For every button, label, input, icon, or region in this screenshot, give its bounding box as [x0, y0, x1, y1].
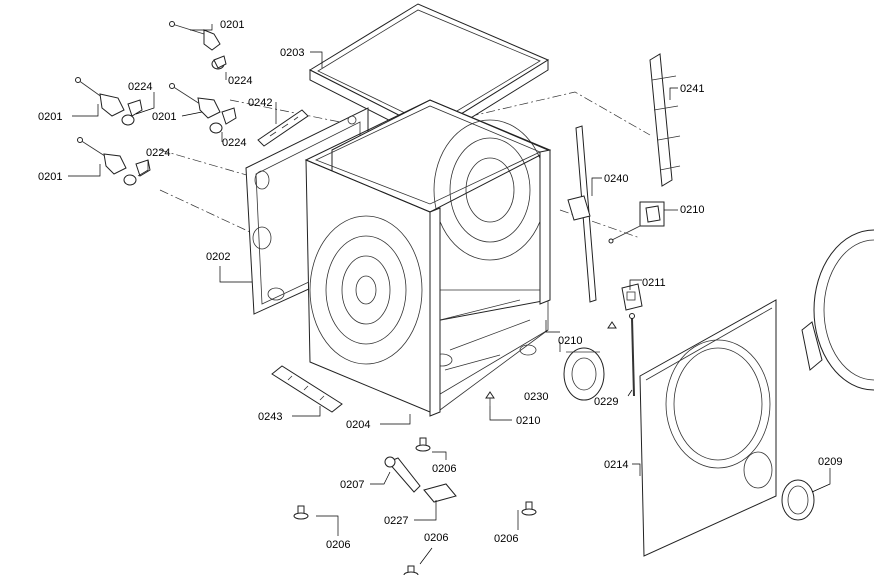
label-0210a: 0210: [680, 204, 704, 216]
label-0224b: 0224: [128, 81, 152, 93]
door-lock-0211[interactable]: [621, 283, 643, 311]
foot-0206-center[interactable]: [415, 437, 431, 452]
label-0201c: 0201: [152, 111, 176, 123]
foot-0206-left[interactable]: [293, 505, 309, 520]
label-0203: 0203: [280, 47, 304, 59]
label-0242: 0242: [248, 97, 272, 109]
label-0224d: 0224: [146, 147, 170, 159]
screw-assembly-middle[interactable]: [169, 83, 237, 134]
screw-0210-lower[interactable]: [485, 391, 495, 406]
label-0201b: 0201: [38, 111, 62, 123]
label-0224c: 0224: [222, 137, 246, 149]
clip-0210-upper[interactable]: [608, 201, 665, 244]
label-0210b: 0210: [558, 335, 582, 347]
label-0214: 0214: [604, 459, 628, 471]
clip-0210-middle[interactable]: [607, 321, 617, 329]
label-0210c: 0210: [516, 415, 540, 427]
door-assembly[interactable]: [801, 229, 874, 391]
label-0209: 0209: [818, 456, 842, 468]
label-0206c: 0206: [424, 532, 448, 544]
rod-0229[interactable]: [629, 313, 635, 397]
label-0204: 0204: [346, 419, 370, 431]
label-0206b: 0206: [326, 539, 350, 551]
base-strip-0243[interactable]: [271, 365, 343, 413]
foot-0206-bottom[interactable]: [403, 565, 419, 575]
part-labels: 0201 0224 0203 0224 0201 0201 0242 0224 …: [38, 19, 842, 551]
label-0243: 0243: [258, 411, 282, 423]
label-0206a: 0206: [432, 463, 456, 475]
label-0211: 0211: [642, 277, 666, 289]
label-0201d: 0201: [38, 171, 62, 183]
label-0229: 0229: [594, 396, 618, 408]
label-0230: 0230: [524, 391, 548, 403]
label-0202: 0202: [206, 251, 230, 263]
label-0224a: 0224: [228, 75, 252, 87]
screw-assembly-top[interactable]: [169, 21, 227, 70]
bracket-0227[interactable]: [423, 483, 457, 503]
mounting-strip-0242[interactable]: [257, 109, 309, 147]
label-0227: 0227: [384, 515, 408, 527]
rear-rail-0241[interactable]: [649, 53, 681, 187]
wrench-0207[interactable]: [384, 456, 421, 493]
foot-0206-right[interactable]: [521, 501, 537, 516]
screw-assembly-left-bottom[interactable]: [77, 137, 151, 186]
screw-assembly-left-top[interactable]: [75, 77, 143, 126]
ring-0230[interactable]: [563, 347, 605, 401]
label-0206d: 0206: [494, 533, 518, 545]
cabinet-housing[interactable]: [304, 99, 552, 417]
label-0207: 0207: [340, 479, 364, 491]
service-cover-0209[interactable]: [781, 479, 815, 521]
label-0201a: 0201: [220, 19, 244, 31]
label-0240: 0240: [604, 173, 628, 185]
leader-lines: [68, 24, 831, 565]
front-panel-0214[interactable]: [639, 299, 777, 557]
strut-0240[interactable]: [567, 125, 597, 303]
label-0241: 0241: [680, 83, 704, 95]
